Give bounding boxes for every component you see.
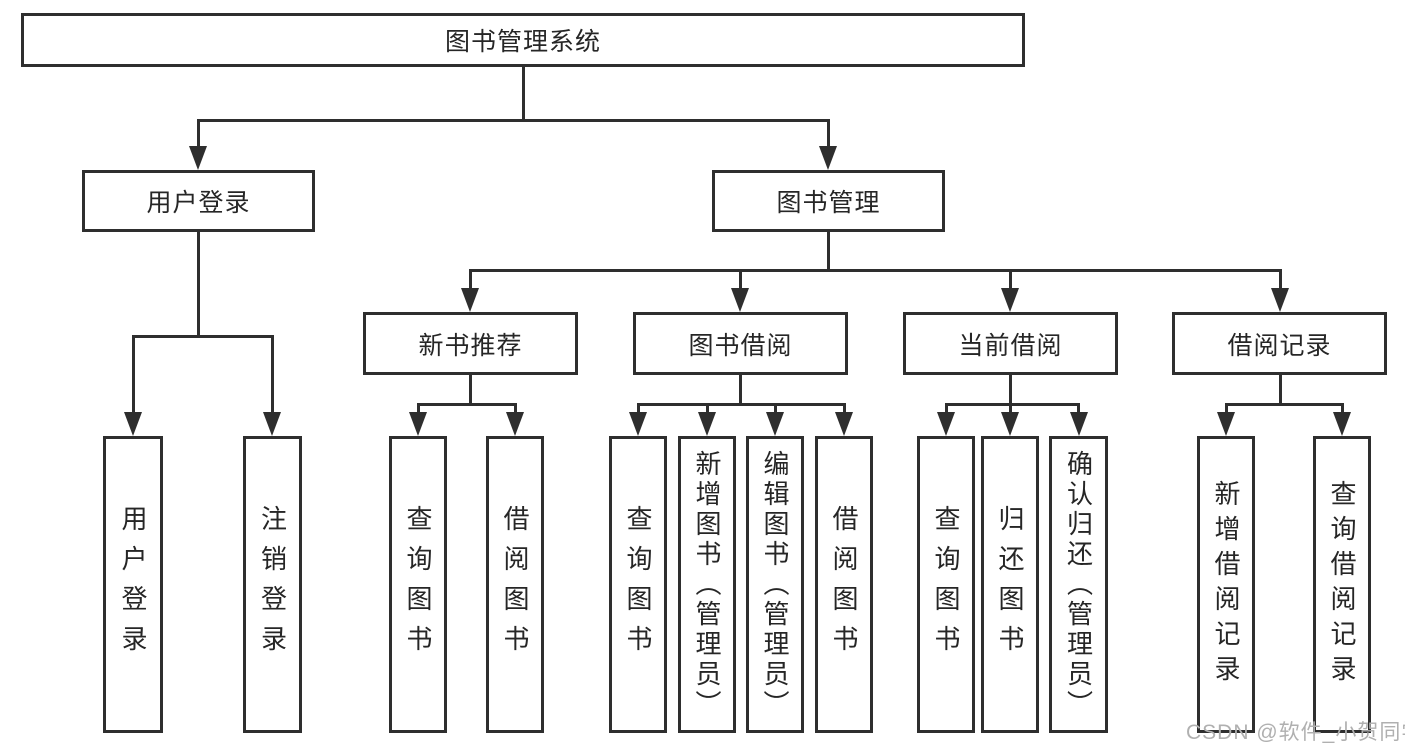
leaf-label: 查询借阅记录 [1327,479,1357,690]
arrow-to-new-book [461,288,479,312]
node-label: 图书借阅 [688,331,793,360]
leaf-query-borrow-record: 查询借阅记录 [1313,436,1371,733]
node-label: 用户登录 [146,189,251,217]
leaf-label: 用户登录 [118,504,148,665]
node-label: 新书推荐 [418,331,523,360]
arrow-to-user-login [189,146,207,170]
node-label: 借阅记录 [1227,331,1332,360]
arrow-leaf [506,412,524,436]
leaf-label: 编辑图书（管理员） [760,449,790,720]
leaf-query-books-current: 查询图书 [917,436,975,733]
connector-user-login-stem [196,230,200,338]
leaf-label: 归还图书 [995,504,1025,665]
connector-borrowing-records-branch [1224,403,1344,406]
connector-user-login-branch [131,335,274,338]
connector-root-branch [196,119,830,122]
connector-leaf [636,403,640,416]
leaf-label: 新增借阅记录 [1211,479,1241,690]
connector-leaf [513,403,517,416]
arrow-leaf [1069,412,1088,436]
connector-leaf [842,403,846,416]
leaf-user-login: 用户登录 [103,436,163,733]
arrow-leaf [1217,412,1235,436]
connector-root-stem [521,65,525,122]
connector-to-borrowing-records [1278,269,1282,291]
arrow-to-book-borrowing [731,288,749,312]
node-label: 当前借阅 [958,331,1063,360]
connector-leaf [416,403,420,416]
connector-leaf [1077,403,1080,416]
leaf-label: 注销登录 [257,504,288,665]
node-borrowing-records: 借阅记录 [1172,312,1387,375]
connector-to-book-management [826,119,830,149]
arrow-leaf [698,412,716,436]
arrow-leaf [766,412,784,436]
leaf-add-borrow-record: 新增借阅记录 [1197,436,1255,733]
arrow-leaf [937,412,955,436]
node-label: 图书管理 [776,189,881,217]
connector-to-user-login [196,119,200,149]
arrow-leaf [409,412,427,436]
connector-to-book-borrowing [738,269,742,291]
connector-to-current-borrowing [1008,269,1012,291]
arrow-leaf [1001,412,1019,436]
connector-new-book-branch [416,403,517,406]
node-new-book-recommend: 新书推荐 [363,312,578,375]
arrow-to-borrowing-records [1271,288,1289,312]
connector-book-management-stem [826,230,830,272]
arrow-leaf [1333,412,1351,436]
connector-current-borrowing-stem [1008,372,1012,406]
connector-to-leaf-logout [270,335,274,416]
connector-book-management-branch [468,269,1282,272]
leaf-borrow-books-recommend: 借阅图书 [486,436,544,733]
arrow-to-current-borrowing [1001,288,1019,312]
leaf-label: 借阅图书 [500,504,530,665]
node-label: 图书管理系统 [444,28,601,56]
node-book-management: 图书管理 [712,170,945,232]
connector-leaf [773,403,777,416]
connector-new-book-stem [468,372,472,406]
leaf-label: 查询图书 [931,504,961,665]
connector-leaf [1008,403,1012,416]
connector-leaf [944,403,948,416]
connector-leaf [705,403,709,416]
node-book-borrowing: 图书借阅 [633,312,848,375]
leaf-borrow-books-borrowing: 借阅图书 [815,436,873,733]
leaf-label: 查询图书 [403,504,433,665]
connector-borrowing-records-stem [1278,372,1282,406]
connector-book-borrowing-stem [738,372,742,406]
arrow-leaf [835,412,853,436]
leaf-logout-login: 注销登录 [243,436,302,733]
node-user-login: 用户登录 [82,170,315,232]
csdn-watermark: CSDN @软件_小贺同学 [1186,721,1405,744]
connector-to-leaf-user-login [131,335,135,416]
arrow-to-leaf-user-login [124,412,142,436]
leaf-label: 新增图书（管理员） [692,449,722,720]
connector-leaf [1340,403,1344,416]
leaf-label: 确认归还（管理员） [1063,449,1094,720]
connector-to-new-book [468,269,472,291]
arrow-leaf [629,412,647,436]
leaf-add-books-admin: 新增图书（管理员） [678,436,736,733]
connector-book-borrowing-branch [636,403,846,406]
leaf-return-books: 归还图书 [981,436,1039,733]
connector-leaf [1224,403,1228,416]
leaf-query-books-recommend: 查询图书 [389,436,447,733]
node-library-management-system: 图书管理系统 [21,13,1025,67]
leaf-label: 借阅图书 [829,504,859,665]
leaf-query-books-borrowing: 查询图书 [609,436,667,733]
arrow-to-book-management [819,146,837,170]
arrow-to-leaf-logout [263,412,281,436]
connector-current-borrowing-branch [944,403,1080,406]
leaf-confirm-return-admin: 确认归还（管理员） [1049,436,1108,733]
leaf-label: 查询图书 [623,504,653,665]
node-current-borrowing: 当前借阅 [903,312,1118,375]
leaf-edit-books-admin: 编辑图书（管理员） [746,436,804,733]
